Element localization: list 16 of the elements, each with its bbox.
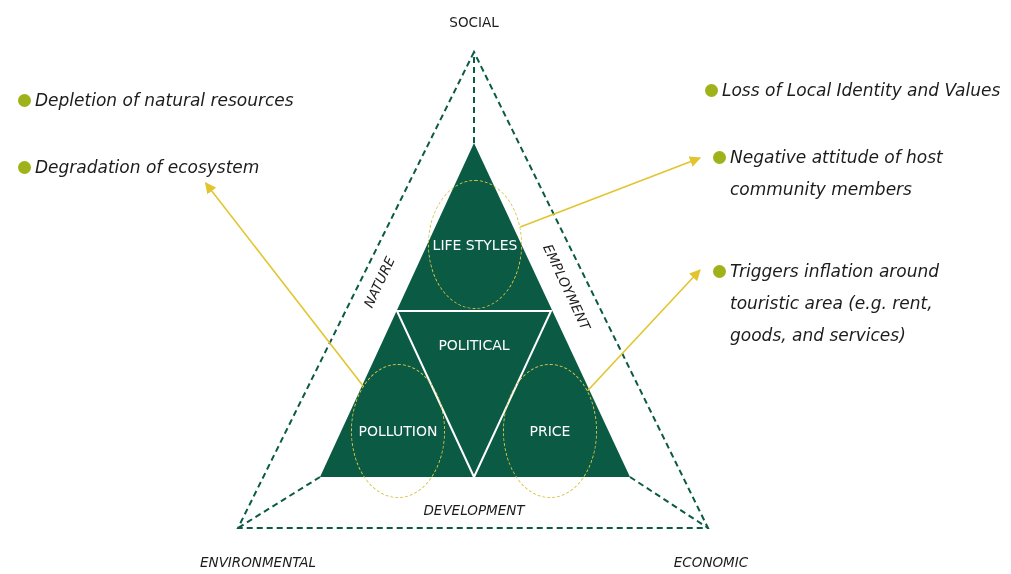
segment-label: POLLUTION: [358, 423, 438, 439]
segment-label: LIFE STYLES: [432, 236, 518, 253]
bullet-text: Degradation of ecosystem: [35, 151, 295, 183]
arrow: [204, 182, 364, 387]
bullet-text: Loss of Local Identity and Values: [722, 74, 1007, 106]
bullet-text: Negative attitude of host community members: [730, 141, 980, 205]
arrow: [586, 269, 701, 392]
segment-label: POLITICAL: [437, 337, 511, 353]
segment-label: PRICE: [529, 423, 571, 439]
corner-label: DEVELOPMENT: [423, 502, 525, 518]
corner-label: ENVIRONMENTAL: [200, 554, 316, 570]
corner-label: SOCIAL: [449, 14, 499, 30]
arrow: [519, 156, 702, 228]
bullet-text: Triggers inflation around touristic area (e.g. rent, goods, and services): [730, 255, 975, 351]
corner-label: ECONOMIC: [673, 554, 749, 570]
bullet-text: Depletion of natural resources: [35, 84, 335, 116]
